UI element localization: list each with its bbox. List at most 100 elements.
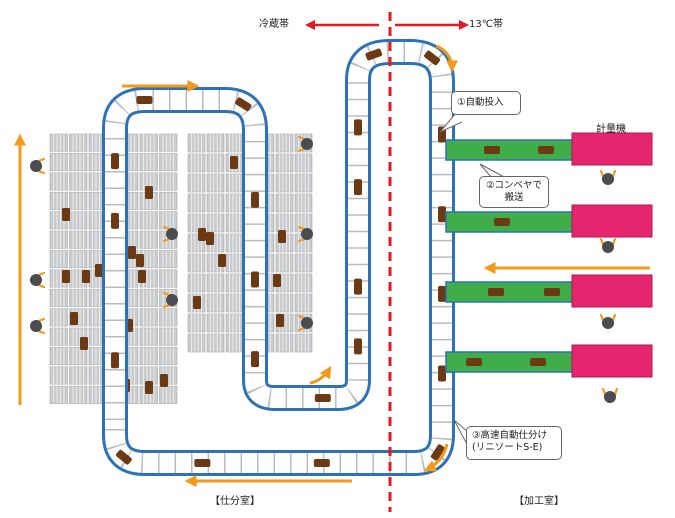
weighing-machine-3 [571, 274, 653, 308]
callout-tail-3 [453, 419, 469, 447]
rack-bin [49, 288, 68, 307]
rack-bin [159, 308, 178, 327]
rack-item [80, 337, 88, 350]
rack-bin [159, 211, 178, 230]
worker-head [602, 317, 614, 329]
rack-bin [294, 333, 313, 353]
flow-arrows [14, 44, 650, 487]
worker-icon [162, 291, 178, 309]
rack-bin [275, 173, 294, 193]
conveyor-item [538, 146, 554, 154]
conveyor-item [544, 288, 560, 296]
worker-icon [599, 313, 617, 329]
rack-bin [159, 385, 178, 404]
sorter-item [116, 449, 132, 465]
rack-bin [69, 230, 88, 249]
rack-bin [206, 293, 225, 313]
rack-bin [69, 385, 88, 404]
rack-bin [187, 273, 206, 293]
sorter-item [365, 48, 383, 61]
rack-bin [159, 133, 178, 152]
worker-head [166, 228, 178, 240]
rack-bin [69, 153, 88, 172]
rack-item [218, 254, 226, 267]
rack-item [278, 230, 286, 243]
rack-item [95, 264, 103, 277]
sorter-item [111, 352, 120, 369]
rack-bin [275, 153, 294, 173]
worker-head [30, 160, 42, 172]
workers [30, 135, 619, 403]
rack-bin [206, 273, 225, 293]
rack-bin [225, 333, 244, 353]
rack-bin [69, 250, 88, 269]
rack-bin [275, 333, 294, 353]
conveyor-item [494, 218, 510, 226]
feed-conveyor-4 [445, 351, 573, 373]
rack-bin [139, 288, 158, 307]
rack-bin [139, 230, 158, 249]
worker-head [602, 173, 614, 185]
cold-zone-label: 冷蔵帯 [259, 19, 289, 30]
rack-bin [49, 366, 68, 385]
flow-arrow-curve-mid [309, 365, 332, 385]
sorter-item [354, 179, 362, 196]
zone-arrow-warm-head [459, 20, 469, 30]
rack-bin [225, 313, 244, 333]
sorter-item [424, 50, 441, 66]
rack-bin [206, 133, 225, 153]
rack-bin [69, 133, 88, 152]
rack-bin [49, 347, 68, 366]
rack-bin [69, 191, 88, 210]
worker-head [30, 320, 42, 332]
rack-item [138, 270, 146, 283]
sorter-item [313, 459, 330, 468]
worker-icon [30, 317, 46, 335]
callout-step2-line2: 搬送 [504, 192, 524, 203]
sorter-item [194, 459, 211, 467]
rack-item [128, 246, 136, 259]
sorter-item [438, 365, 446, 382]
rack-bin [225, 193, 244, 213]
sorter-item [111, 153, 119, 170]
rack-bin [206, 313, 225, 333]
rack-bin [49, 308, 68, 327]
sorter-item [251, 351, 259, 368]
processing-room-label: 【加工室】 [514, 496, 564, 507]
rack-bin [159, 250, 178, 269]
sorting-room-label: 【仕分室】 [210, 496, 260, 507]
callout-tail-1 [439, 112, 463, 133]
worker-head [166, 294, 178, 306]
worker-icon [297, 314, 313, 332]
worker-icon [297, 135, 313, 153]
callout-step2: ②コンベヤで 搬送 [479, 176, 549, 208]
flow-arrow-curve-top [435, 44, 458, 73]
sorter-item [438, 206, 446, 223]
rack-bin [206, 153, 225, 173]
rack-bin [159, 347, 178, 366]
rack-bin [159, 153, 178, 172]
rack-item [145, 186, 153, 199]
sorter-item [430, 444, 445, 461]
sorter-item [251, 271, 259, 288]
worker-icon [30, 271, 46, 289]
rack-bin [139, 308, 158, 327]
callout-step3-line2: (リニソートS-E) [472, 442, 543, 453]
rack-bin [139, 211, 158, 230]
rack-bin [159, 172, 178, 191]
weighing-machines [571, 132, 653, 378]
rack-item [193, 296, 201, 309]
rack-bin [294, 293, 313, 313]
zone-arrow-cold-head [305, 20, 315, 30]
rack-bin [139, 133, 158, 152]
feed-conveyors [445, 139, 573, 373]
rack-bin [294, 193, 313, 213]
rack-bin [275, 193, 294, 213]
worker-head [602, 241, 614, 253]
worker-head [301, 138, 313, 150]
weighing-machine-4 [571, 344, 653, 378]
rack-bin [206, 193, 225, 213]
worker-head [30, 274, 42, 286]
callout-step1-text: ①自動投入 [457, 97, 504, 108]
rack-item [273, 274, 281, 287]
